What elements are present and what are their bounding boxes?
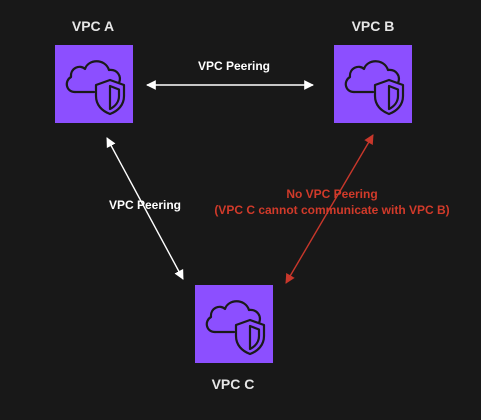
vpc-a-node: VPC A <box>55 18 133 123</box>
no-peering-arrow-c-b <box>285 134 374 284</box>
vpc-c-label: VPC C <box>212 376 255 392</box>
connection-c-b: No VPC Peering (VPC C cannot communicate… <box>214 134 450 284</box>
peering-label-a-c: VPC Peering <box>109 198 181 212</box>
vpc-b-label: VPC B <box>352 18 395 34</box>
vpc-b-node: VPC B <box>334 18 412 123</box>
connection-a-b: VPC Peering <box>146 59 314 90</box>
no-peering-label-line2: (VPC C cannot communicate with VPC B) <box>214 203 449 217</box>
vpc-c-node: VPC C <box>195 285 273 392</box>
vpc-a-label: VPC A <box>72 18 114 34</box>
no-peering-label-line1: No VPC Peering <box>286 187 377 201</box>
peering-arrow-a-c <box>106 137 184 280</box>
peering-label-a-b: VPC Peering <box>198 59 270 73</box>
connection-a-c: VPC Peering <box>106 137 184 280</box>
